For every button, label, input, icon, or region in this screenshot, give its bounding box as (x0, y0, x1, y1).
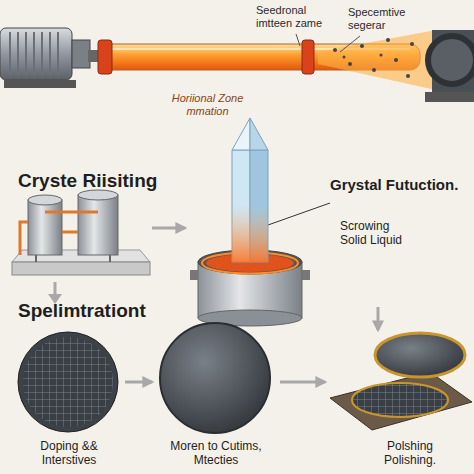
motor (72, 40, 90, 68)
flow-arrow (125, 381, 152, 384)
wafer-step: Doping && Interstives (15, 328, 125, 468)
flow-arrow (152, 227, 185, 230)
spray-cone (318, 30, 436, 90)
node-title: Doping && Interstives (27, 440, 111, 468)
spray-cone (380, 54, 383, 57)
reactor-tanks (12, 190, 150, 275)
reactor-tanks (36, 255, 110, 262)
flow-arrow (377, 307, 380, 330)
node-note: Scrowing Solid Liquid (340, 220, 415, 248)
spray-cone (343, 56, 346, 59)
crystal-ingot (232, 118, 268, 262)
crystal-ingot (250, 118, 268, 150)
node-title: Moren to Cutims, Mtecties (157, 440, 275, 468)
node-title: Grystal Futuction. (330, 176, 470, 193)
leader-line (268, 34, 360, 225)
node-title: Polshing Polishing. (375, 440, 445, 468)
spray-cone (333, 48, 337, 52)
motor (0, 28, 100, 88)
spray-cone (394, 58, 398, 62)
cut-wafer (160, 323, 270, 433)
node-title: Cryste Riisiting (18, 170, 218, 192)
spray-cone (348, 62, 352, 66)
right-machine (428, 36, 474, 84)
flow-arrow (54, 282, 57, 296)
spray-cone (318, 30, 436, 90)
right-machine (425, 92, 474, 102)
polishing-plate (330, 333, 472, 430)
motor (10, 32, 58, 76)
reactor-tanks (20, 212, 98, 255)
flow-arrow (280, 381, 325, 384)
polishing-plate (352, 383, 448, 417)
motor (0, 28, 72, 80)
reactor-tanks (12, 262, 150, 275)
reactor-unit: Cryste Riisiting (12, 168, 152, 278)
spray-cone (406, 74, 410, 78)
patterned-wafer (18, 332, 118, 432)
furnace-tube (302, 40, 314, 74)
section-heading: Spelimtrationt (18, 300, 218, 322)
crystal-ingot (232, 205, 268, 262)
spray-cone (372, 68, 376, 72)
callout-label: Specemtive segerar (348, 6, 418, 31)
polishing-plate (330, 372, 472, 430)
crucible (190, 270, 198, 280)
reactor-tanks (28, 200, 62, 255)
patterned-wafer (18, 332, 118, 432)
wafer-step: Moren to Cutims, Mtecties (152, 320, 280, 468)
right-machine (425, 30, 474, 102)
reactor-tanks (78, 195, 118, 255)
spray-cone (386, 38, 390, 42)
crystal-ingot (232, 118, 250, 150)
reactor-tanks (78, 190, 118, 200)
cut-wafer (160, 323, 270, 433)
furnace-tube (98, 40, 112, 74)
spray-cone (360, 44, 364, 48)
crystal-crucible: Grystal Futuction. Scrowing Solid Liquid (185, 112, 470, 307)
reactor-tanks (28, 195, 62, 205)
spray-cone (410, 42, 414, 46)
node-title: Horiional Zone mmation (165, 92, 250, 117)
furnace-tube: Horiional Zone mmation (95, 36, 420, 118)
polishing-plate (375, 333, 465, 377)
wafer-step: Polshing Polishing. (325, 330, 473, 468)
leader-line (268, 203, 330, 225)
crucible (302, 270, 310, 280)
motor (4, 80, 76, 88)
callout-label: Seedronal imtteen zame (256, 4, 336, 29)
leader-line (340, 36, 360, 52)
patterned-wafer (23, 337, 113, 427)
leader-line (296, 34, 300, 46)
